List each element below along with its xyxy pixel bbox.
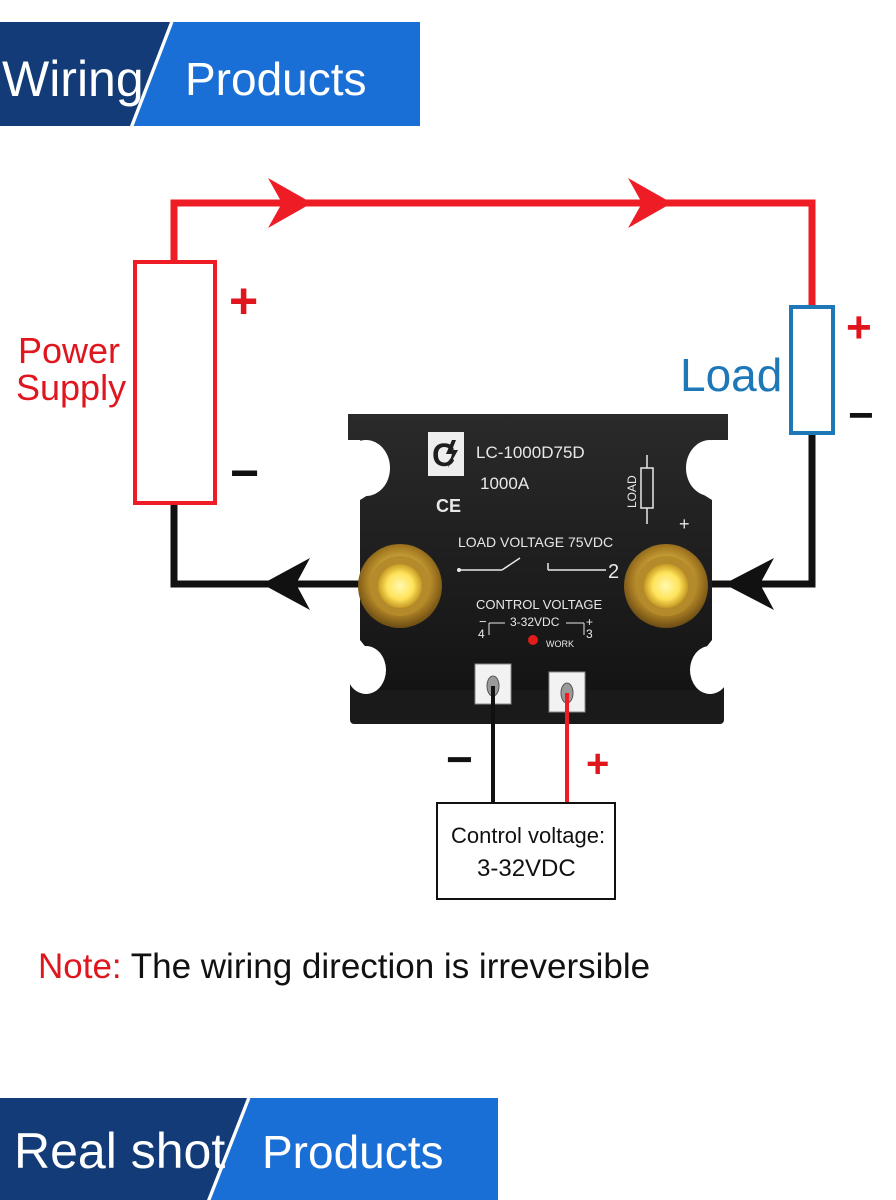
arrow-right-icon — [628, 178, 672, 228]
brand-logo-icon: C — [428, 432, 464, 476]
banner-right-label: Products — [262, 1126, 444, 1178]
positive-wire — [170, 178, 816, 307]
relay-control-voltage-title: CONTROL VOLTAGE — [476, 597, 602, 612]
note-prefix: Note: — [38, 947, 122, 986]
relay-control-voltage-range: 3-32VDC — [510, 615, 560, 629]
solid-state-relay: C LC-1000D75D 1000A CE LOAD + LOAD VOLTA… — [342, 414, 734, 724]
relay-control-minus: − — [479, 614, 487, 629]
power-supply-label-line1: Power — [18, 330, 120, 371]
banner-left-label: Real shot — [14, 1123, 225, 1179]
arrow-left-icon — [724, 558, 774, 610]
banner-divider — [207, 1097, 251, 1200]
power-supply: Power Supply + − — [16, 260, 259, 505]
relay-mount-slot — [686, 440, 734, 496]
relay-current: 1000A — [480, 474, 530, 493]
relay-switch-symbol — [457, 557, 606, 572]
load-plus: + — [846, 303, 872, 352]
power-supply-label-line2: Supply — [16, 367, 126, 408]
relay-terminal-plus: + — [679, 514, 690, 534]
relay-model: LC-1000D75D — [476, 443, 585, 462]
arrow-left-icon — [262, 558, 310, 610]
relay-load-voltage: LOAD VOLTAGE 75VDC — [458, 534, 613, 550]
relay-terminal-3: 3 — [586, 627, 593, 641]
note-text: The wiring direction is irreversible — [122, 947, 650, 986]
top-banner: Wiring Products — [0, 21, 420, 127]
relay-load-symbol-label: LOAD — [625, 475, 639, 508]
relay-terminal-right — [624, 544, 708, 628]
relay-terminal-2: 2 — [608, 561, 619, 583]
negative-wire — [170, 433, 816, 610]
relay-mount-slot — [342, 440, 390, 496]
control-minus: − — [446, 733, 473, 785]
control-box-line1: Control voltage: — [451, 823, 605, 848]
banner-right-panel — [209, 1098, 498, 1200]
relay-mount-slot — [690, 646, 730, 694]
power-supply-box — [133, 260, 217, 505]
work-led-icon — [528, 635, 538, 645]
load: Load + − — [680, 303, 874, 440]
relay-terminal-left — [358, 544, 442, 628]
arrow-right-icon — [268, 178, 312, 228]
load-label: Load — [680, 349, 782, 401]
banner-right-panel — [132, 22, 420, 126]
relay-mount-slot — [346, 646, 386, 694]
note: Note: The wiring direction is irreversib… — [38, 947, 650, 986]
banner-right-label: Products — [185, 53, 367, 105]
banner-left-label: Wiring — [2, 51, 144, 107]
banner-left-panel — [0, 22, 170, 126]
control-voltage-box: Control voltage: 3-32VDC — [436, 802, 616, 900]
power-supply-minus: − — [230, 445, 259, 501]
relay-control-plus: + — [586, 615, 593, 629]
load-minus: − — [848, 391, 874, 440]
relay-body — [348, 414, 728, 690]
banner-left-panel — [0, 1098, 247, 1200]
relay-load-symbol: LOAD — [625, 455, 654, 524]
power-supply-plus: + — [229, 273, 258, 329]
load-box — [789, 305, 835, 435]
bottom-banner: Real shot Products — [0, 1097, 498, 1200]
control-box-line2: 3-32VDC — [477, 855, 576, 882]
relay-terminal-4: 4 — [478, 627, 485, 641]
banner-divider — [130, 21, 174, 127]
control-plus: + — [586, 742, 609, 786]
relay-ce-mark: CE — [436, 496, 461, 516]
control-wires: − + — [446, 686, 609, 803]
relay-work-label: WORK — [546, 639, 574, 649]
